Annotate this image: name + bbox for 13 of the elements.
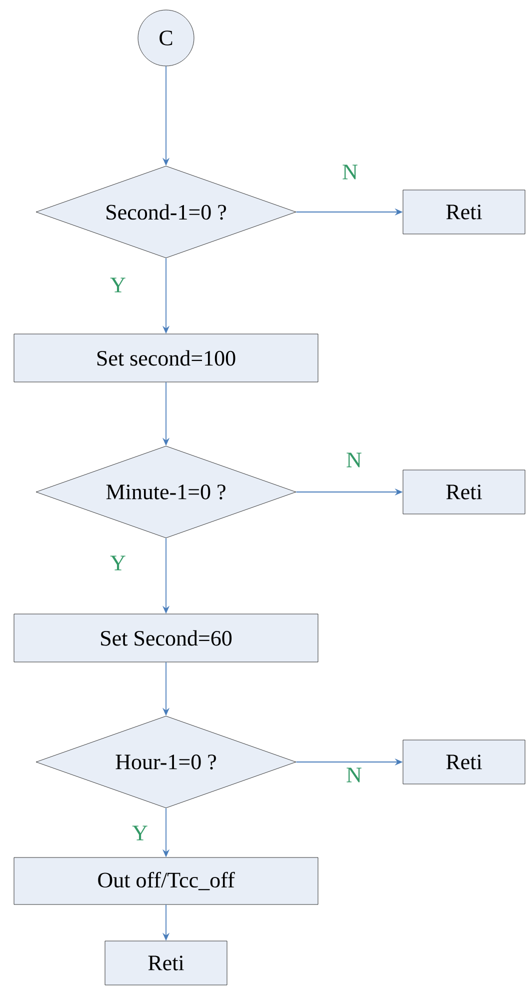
edge-label: Y: [110, 278, 126, 292]
edge-label: N: [346, 768, 362, 782]
process-box: Set second=100: [14, 334, 318, 382]
process-box: Out off/Tcc_off: [14, 857, 318, 905]
process-box: Reti: [402, 740, 526, 784]
process-box: Reti: [104, 940, 228, 986]
process-box: Reti: [402, 190, 526, 234]
edge-label: N: [346, 452, 362, 468]
edge-label: Y: [132, 826, 148, 840]
edge-label: Y: [110, 556, 126, 570]
process-box: Set Second=60: [14, 614, 318, 662]
process-box: Reti: [402, 470, 526, 514]
edge-label: N: [342, 164, 358, 180]
